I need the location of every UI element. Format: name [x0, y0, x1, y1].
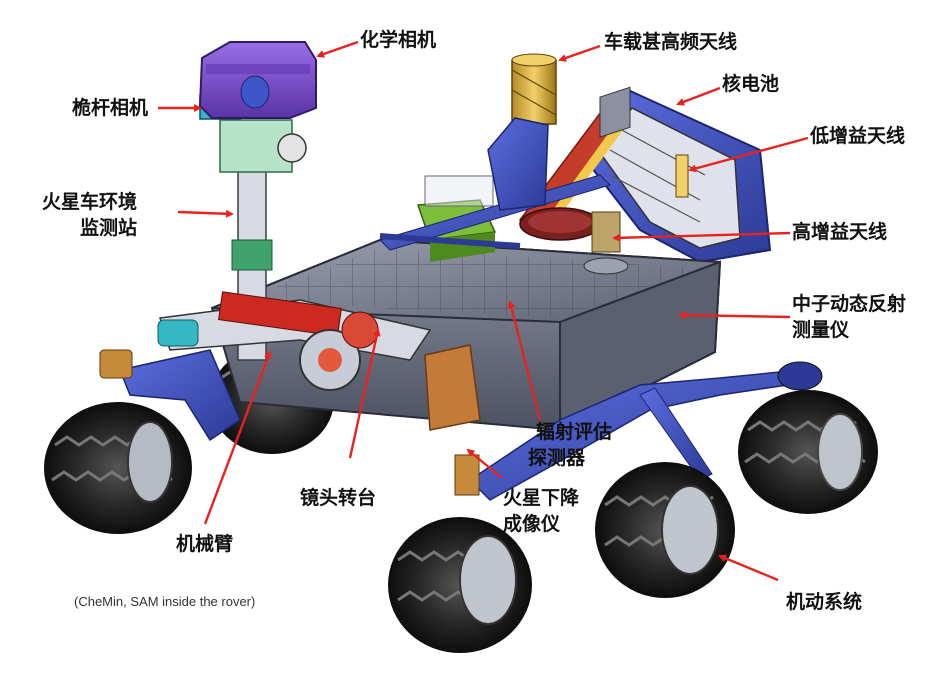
rear-right-wheel	[738, 390, 878, 514]
arrow-lga	[688, 136, 809, 173]
label-rems-line1: 火星车环境	[42, 191, 138, 213]
middle-wheel	[595, 462, 735, 598]
label-mahli: 镜头转台	[300, 487, 377, 509]
label-mardi-line1: 火星下降	[503, 487, 580, 509]
suspension	[99, 349, 823, 501]
label-rtg: 核电池	[722, 73, 780, 95]
robotic-arm-hardware	[157, 291, 432, 391]
label-mardi-line2: 成像仪	[503, 513, 561, 535]
label-chem-camera: 化学相机	[360, 29, 437, 51]
label-uhf-antenna: 车载甚高频天线	[604, 31, 738, 53]
label-lga: 低增益天线	[810, 125, 906, 147]
arrow-arm	[203, 350, 272, 525]
arrow-uhf	[558, 44, 601, 62]
arrow-mahli	[348, 328, 381, 459]
uhf-antenna-hardware	[487, 53, 557, 211]
front-left-wheel	[44, 402, 192, 534]
label-rad-line2: 探测器	[528, 447, 586, 469]
arrow-chem-camera	[316, 40, 359, 58]
label-dan-line2: 测量仪	[792, 319, 850, 341]
arrow-dan	[678, 311, 791, 320]
label-dan-line1: 中子动态反射	[792, 293, 907, 315]
arrow-hga	[612, 231, 791, 242]
hga-hardware	[519, 154, 689, 275]
label-mast-camera: 桅杆相机	[72, 97, 149, 119]
arrow-rems	[177, 209, 234, 218]
caption: (CheMin, SAM inside the rover)	[74, 594, 256, 609]
front-right-wheel	[388, 517, 532, 653]
label-rad-line1: 辐射评估	[536, 421, 613, 443]
remote-sensing-mast	[198, 41, 317, 361]
label-arm: 机械臂	[176, 533, 234, 555]
callout-arrows	[158, 40, 809, 582]
arrow-mobility	[718, 554, 779, 582]
label-mobility: 机动系统	[786, 591, 863, 613]
label-hga: 高增益天线	[792, 221, 888, 243]
arrow-rtg	[676, 86, 721, 106]
arrow-rad	[507, 300, 542, 421]
arrow-mardi	[466, 448, 503, 479]
label-rems-line2: 监测站	[80, 217, 138, 239]
